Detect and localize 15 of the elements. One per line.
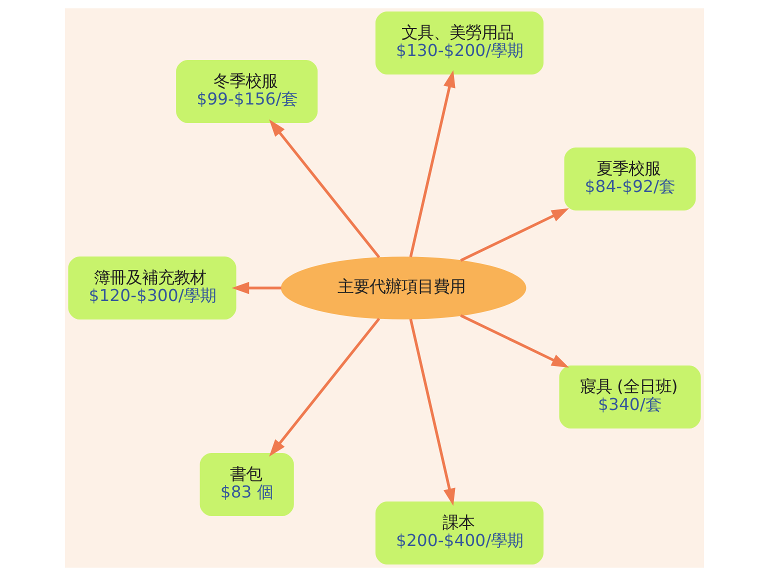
arrow xyxy=(460,208,569,262)
node-box: 課本 $200-$400/學期 xyxy=(374,502,544,565)
node-box: 簿冊及補充教材 $120-$300/學期 xyxy=(68,256,236,320)
arrow xyxy=(408,70,455,258)
node-ellipse: 主要代辦項目費用 xyxy=(280,256,526,320)
arrow xyxy=(231,282,281,294)
arrow xyxy=(408,318,455,506)
arrow xyxy=(460,314,569,368)
node-box: 寢具 (全日班) $340/套 xyxy=(558,366,700,429)
node-box: 冬季校服 $99-$156/套 xyxy=(176,60,318,123)
node-box: 文具、美勞用品 $130-$200/學期 xyxy=(374,11,544,74)
node-box: 書包 $83 個 xyxy=(199,453,294,516)
arrow xyxy=(268,318,380,457)
arrow xyxy=(268,119,380,258)
node-box: 夏季校服 $84-$92/套 xyxy=(564,147,696,210)
